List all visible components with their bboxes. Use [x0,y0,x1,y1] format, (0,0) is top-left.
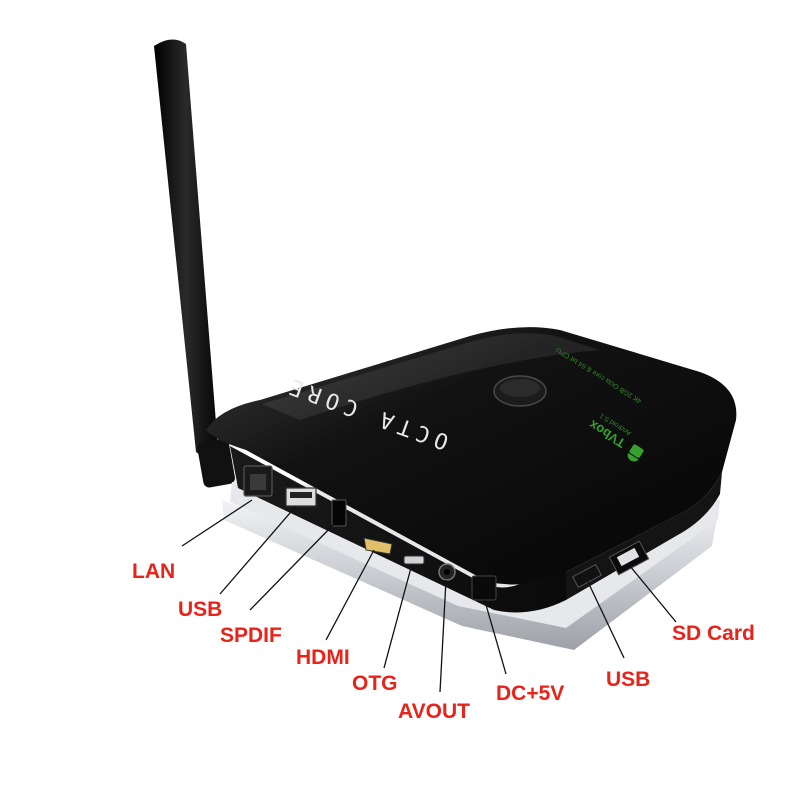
otg-port [403,555,425,565]
dc-port [471,575,497,601]
usb-port-back [285,487,317,507]
sd-card-slot [608,540,650,576]
label-otg: OTG [352,672,398,695]
label-dc: DC+5V [496,682,564,705]
lan-port [243,465,273,497]
label-usb-side: USB [606,668,650,691]
label-spdif: SPDIF [220,624,282,647]
label-sd-card: SD Card [672,622,755,645]
antenna [154,39,235,488]
tv-box-body [206,327,737,613]
android-icon [627,444,644,462]
spdif-port [331,499,347,527]
label-hdmi: HDMI [296,646,350,669]
label-usb-back: USB [178,598,222,621]
avout-port [438,563,456,581]
usb-port-side [572,563,602,589]
hdmi-port [363,537,393,555]
label-lan: LAN [132,560,175,583]
leader-lines [181,499,677,693]
label-avout: AVOUT [398,700,470,723]
